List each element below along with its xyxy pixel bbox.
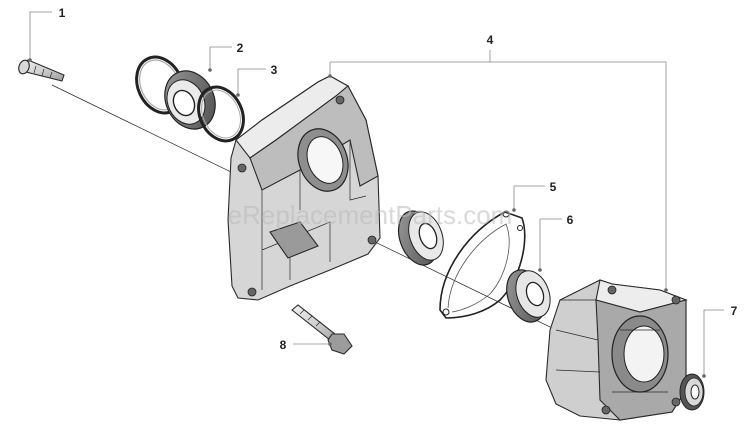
callout-4: 4 — [487, 33, 494, 47]
crankcase-half-right — [545, 279, 688, 421]
bearing-part-2 — [164, 70, 216, 130]
callout-5: 5 — [550, 180, 557, 194]
callout-1: 1 — [59, 6, 66, 20]
bolt-part-1 — [18, 59, 65, 82]
gasket-part-5 — [439, 210, 526, 319]
callout-6: 6 — [567, 213, 574, 227]
callout-7: 7 — [731, 304, 738, 318]
callout-8: 8 — [280, 338, 287, 352]
leader-lines — [28, 11, 724, 378]
seal-part-7 — [679, 373, 705, 411]
callout-2: 2 — [237, 41, 244, 55]
bolt-part-8 — [291, 304, 353, 355]
bearing-center — [397, 210, 444, 266]
bearing-part-6 — [506, 269, 551, 323]
callout-3: 3 — [271, 63, 278, 77]
retaining-ring-part-3 — [197, 85, 245, 143]
crankcase-half-left — [227, 75, 381, 301]
watermark-text: eReplacementParts.com — [228, 200, 513, 230]
